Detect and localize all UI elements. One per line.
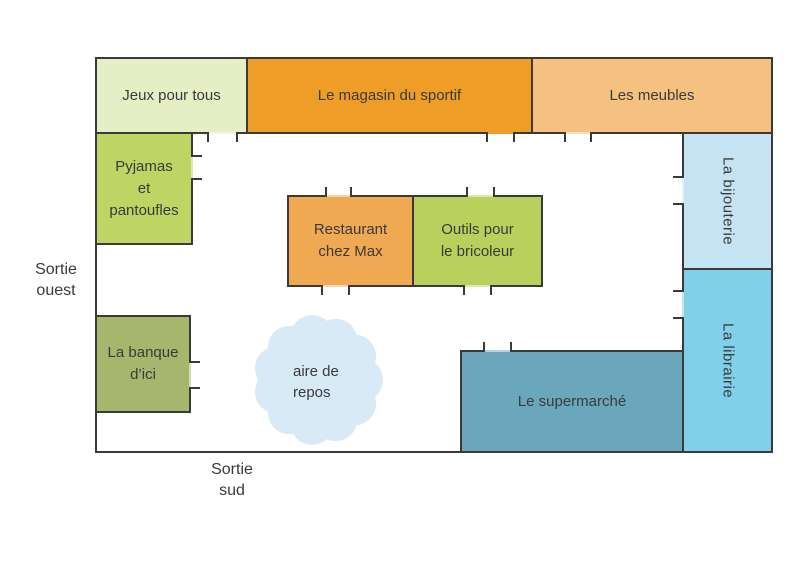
door-opening	[191, 155, 202, 180]
room-la-bijouterie: La bijouterie	[682, 132, 773, 270]
door-opening	[189, 361, 200, 389]
room-jeux-pour-tous: Jeux pour tous	[95, 57, 248, 134]
room-label: La bijouterie	[719, 156, 737, 246]
room-label: Jeux pour tous	[122, 86, 221, 104]
door-opening	[483, 342, 512, 352]
door-opening	[564, 132, 592, 142]
room-label: La librairie	[719, 322, 737, 399]
room-les-meubles: Les meubles	[531, 57, 773, 134]
room-label: Les meubles	[609, 86, 695, 104]
room-label: Le supermarché	[517, 392, 627, 410]
room-la-librairie: La librairie	[682, 268, 773, 453]
door-opening	[673, 290, 684, 319]
room-magasin-du-sportif: Le magasin du sportif	[246, 57, 533, 134]
door-opening	[321, 285, 350, 295]
room-label: Le magasin du sportif	[317, 86, 462, 104]
door-opening	[463, 285, 492, 295]
room-le-supermarche: Le supermarché	[460, 350, 684, 453]
door-opening	[207, 132, 238, 142]
door-opening	[466, 187, 495, 197]
door-opening	[486, 132, 515, 142]
door-opening	[325, 187, 352, 197]
rest-area-cloud	[254, 314, 384, 446]
door-opening	[673, 176, 684, 205]
